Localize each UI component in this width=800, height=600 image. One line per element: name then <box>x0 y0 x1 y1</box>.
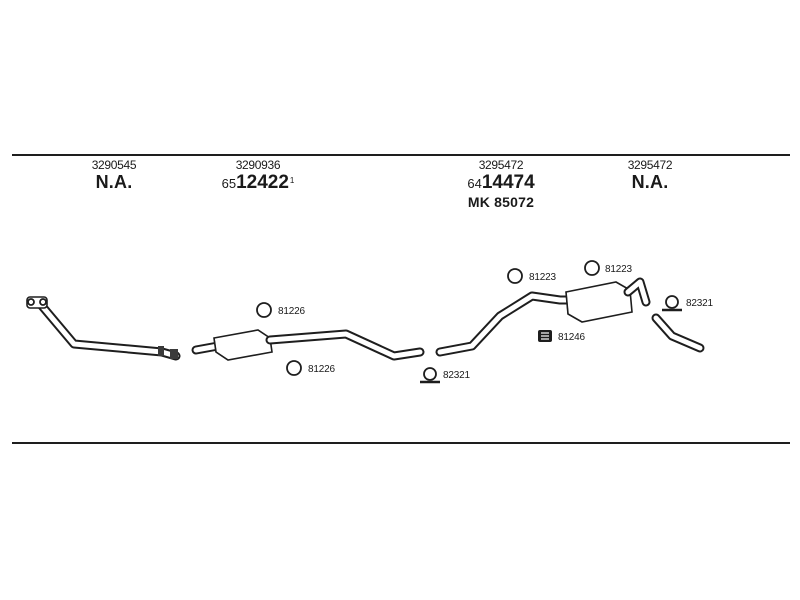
part-column-middle-silencer: 3290936 65124221 <box>210 158 306 194</box>
rear-silencer <box>565 277 651 323</box>
code-prefix: 64 <box>467 176 482 191</box>
gasket-icon <box>507 268 523 284</box>
part-label: 82321 <box>686 298 713 309</box>
front-flange <box>26 296 48 309</box>
availability-status: N.A. <box>631 172 669 192</box>
rubber-mount-icon <box>538 330 552 342</box>
part-label: 81226 <box>278 306 305 317</box>
code-main: 14474 <box>481 172 535 193</box>
code-prefix: 65 <box>221 176 237 191</box>
reference-code: 6414474 <box>452 172 550 194</box>
rear-pipe <box>435 291 579 357</box>
availability-status: N.A. <box>95 172 133 192</box>
part-number: 3290545 <box>91 158 137 172</box>
gasket-icon <box>584 260 600 276</box>
clamp-icon <box>662 295 682 312</box>
bottom-divider <box>12 442 790 444</box>
part-label: 81246 <box>558 332 585 343</box>
part-column-rear-pipe: 3295472 6414474 MK 85072 <box>452 158 550 210</box>
reference-code: 65124221 <box>210 172 306 194</box>
part-number: 3290936 <box>235 158 281 172</box>
top-divider <box>12 154 790 156</box>
part-number: 3295472 <box>478 158 524 172</box>
clamp-icon <box>420 367 440 384</box>
gasket-icon <box>256 302 272 318</box>
middle-silencer <box>191 329 425 361</box>
part-label: 81223 <box>529 272 556 283</box>
part-label: 81223 <box>605 264 632 275</box>
part-column-front-pipe: 3290545 N.A. <box>72 158 156 193</box>
code-main: 12422 <box>236 172 289 193</box>
code-suffix: 1 <box>289 175 295 185</box>
mk-code: MK 85072 <box>467 194 535 210</box>
part-column-rear-silencer: 3295472 N.A. <box>608 158 692 193</box>
part-number: 3295472 <box>627 158 673 172</box>
part-label: 81226 <box>308 364 335 375</box>
front-pipe <box>26 296 181 361</box>
part-label: 82321 <box>443 370 470 381</box>
tailpipe <box>651 313 705 353</box>
gasket-icon <box>286 360 302 376</box>
